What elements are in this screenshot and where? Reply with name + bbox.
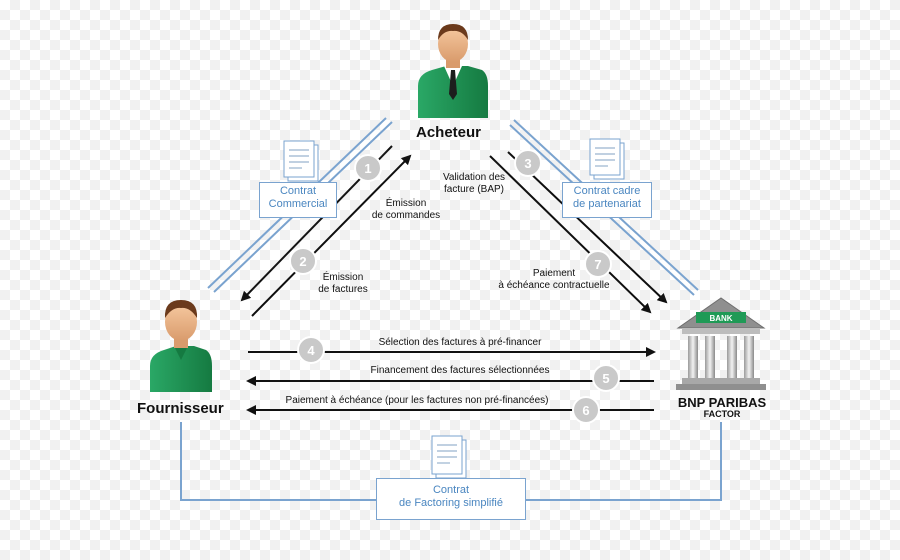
step-5-label: Financement des factures sélectionnées [370, 365, 550, 376]
factor-name-sub: FACTOR [703, 409, 741, 419]
document-icon [431, 435, 467, 479]
document-icon [589, 138, 625, 180]
step-badge-5: 5 [592, 364, 620, 392]
svg-text:3: 3 [524, 156, 531, 171]
step-6-label: Paiement à échéance (pour les factures n… [285, 395, 549, 406]
factor-name: BNP PARIBAS FACTOR [670, 396, 774, 419]
arrow-step-1 [251, 154, 412, 317]
svg-text:5: 5 [602, 371, 609, 386]
svg-text:4: 4 [307, 343, 315, 358]
svg-text:6: 6 [582, 403, 589, 418]
step-badge-1: 1 [354, 154, 382, 182]
arrow-step-7 [507, 151, 668, 304]
supplier-person-icon [150, 300, 212, 392]
svg-text:7: 7 [594, 257, 601, 272]
step-badges: 1 2 3 7 4 5 6 [289, 149, 620, 424]
svg-text:2: 2 [299, 254, 306, 269]
step-badge-3: 3 [514, 149, 542, 177]
arrow-step-3 [489, 155, 652, 314]
bank-icon: BANK [676, 297, 766, 390]
svg-text:BANK: BANK [709, 314, 732, 323]
step-badge-7: 7 [584, 250, 612, 278]
supplier-name: Fournisseur [137, 400, 224, 417]
document-icon [283, 140, 319, 182]
factor-name-main: BNP PARIBAS [677, 395, 767, 410]
step-badge-6: 6 [572, 396, 600, 424]
buyer-name: Acheteur [416, 124, 482, 141]
svg-text:1: 1 [364, 161, 371, 176]
buyer-person-icon [418, 24, 488, 118]
step-badge-2: 2 [289, 247, 317, 275]
step-4-label: Sélection des factures à pré-financer [378, 337, 542, 348]
step-badge-4: 4 [297, 336, 325, 364]
